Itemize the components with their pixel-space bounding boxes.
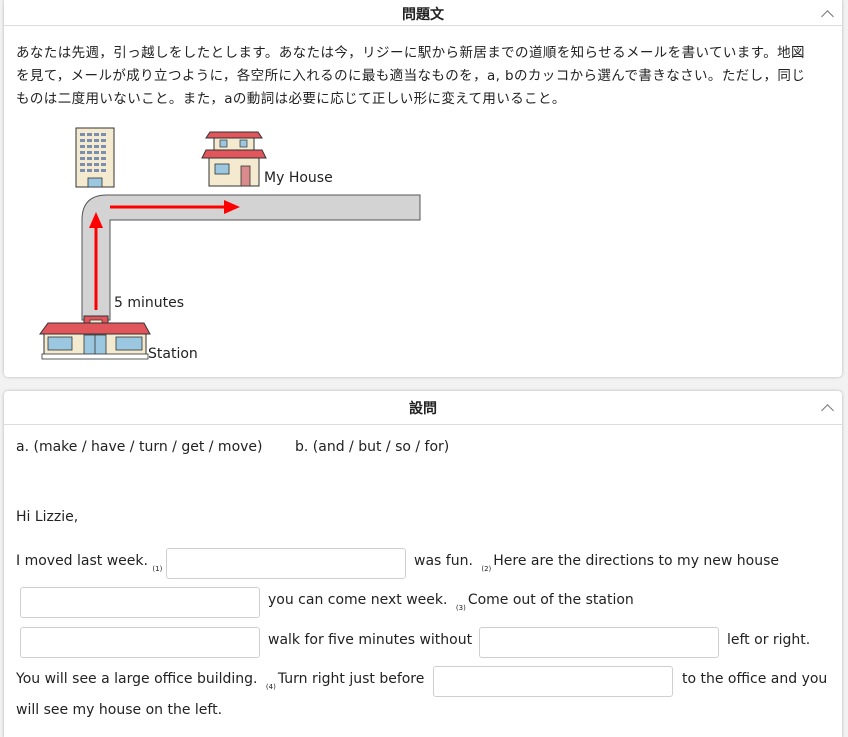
station-label: Station: [148, 346, 198, 362]
email-text-2: was fun. (2)Here are the directions to m…: [414, 553, 779, 573]
choices-a: a. (make / have / turn / get / move): [16, 439, 263, 455]
question-header[interactable]: 設問: [4, 391, 842, 425]
blank-input-2[interactable]: [20, 587, 260, 618]
sentence-text: Turn right just before: [277, 671, 425, 687]
email-text-8: will see my house on the left.: [16, 702, 223, 718]
sentence-text: Come out of the station: [467, 592, 634, 608]
my-house-label: My House: [264, 170, 333, 186]
question-card: 設問 a. (make / have / turn / get / move) …: [4, 391, 842, 737]
greeting: Hi Lizzie,: [16, 509, 79, 525]
house-icon: [201, 131, 267, 187]
station-icon: [39, 315, 151, 360]
blank-marker: (4): [265, 683, 276, 691]
blank-marker: (3): [455, 604, 466, 612]
blank-input-4[interactable]: [479, 627, 719, 658]
sentence-text: I moved last week.: [16, 553, 148, 569]
blank-marker: (2): [481, 565, 492, 573]
sentence-text: was fun.: [414, 553, 473, 569]
email-text-5: left or right.: [727, 632, 811, 648]
blank-marker: (1): [152, 565, 163, 573]
sentence-text: You will see a large office building.: [16, 671, 258, 687]
choices-b: b. (and / but / so / for): [295, 439, 450, 455]
email-text-3: you can come next week. (3)Come out of t…: [268, 592, 634, 612]
problem-title: 問題文: [402, 7, 444, 23]
blank-input-3[interactable]: [20, 627, 260, 658]
email-text-6: You will see a large office building. (4…: [16, 671, 424, 691]
sentence-text: Here are the directions to my new house: [493, 553, 780, 569]
route-arrows: [89, 200, 240, 310]
email-text-4: walk for five minutes without: [268, 632, 473, 648]
sentence-text: you can come next week.: [268, 592, 448, 608]
minutes-label: 5 minutes: [114, 295, 185, 311]
office-building-icon: [75, 127, 115, 188]
blank-input-5[interactable]: [433, 666, 673, 697]
problem-card: 問題文 あなたは先週，引っ越しをしたとします。あなたは今，リジーに駅から新居まで…: [4, 0, 842, 377]
problem-text: あなたは先週，引っ越しをしたとします。あなたは今，リジーに駅から新居までの道順を…: [16, 45, 806, 107]
problem-header[interactable]: 問題文: [4, 0, 842, 26]
blank-input-1[interactable]: [166, 548, 406, 579]
question-title: 設問: [409, 401, 437, 417]
email-text-1: I moved last week. (1): [16, 553, 164, 573]
email-text-7: to the office and you: [682, 671, 828, 687]
directions-map: [39, 127, 421, 360]
